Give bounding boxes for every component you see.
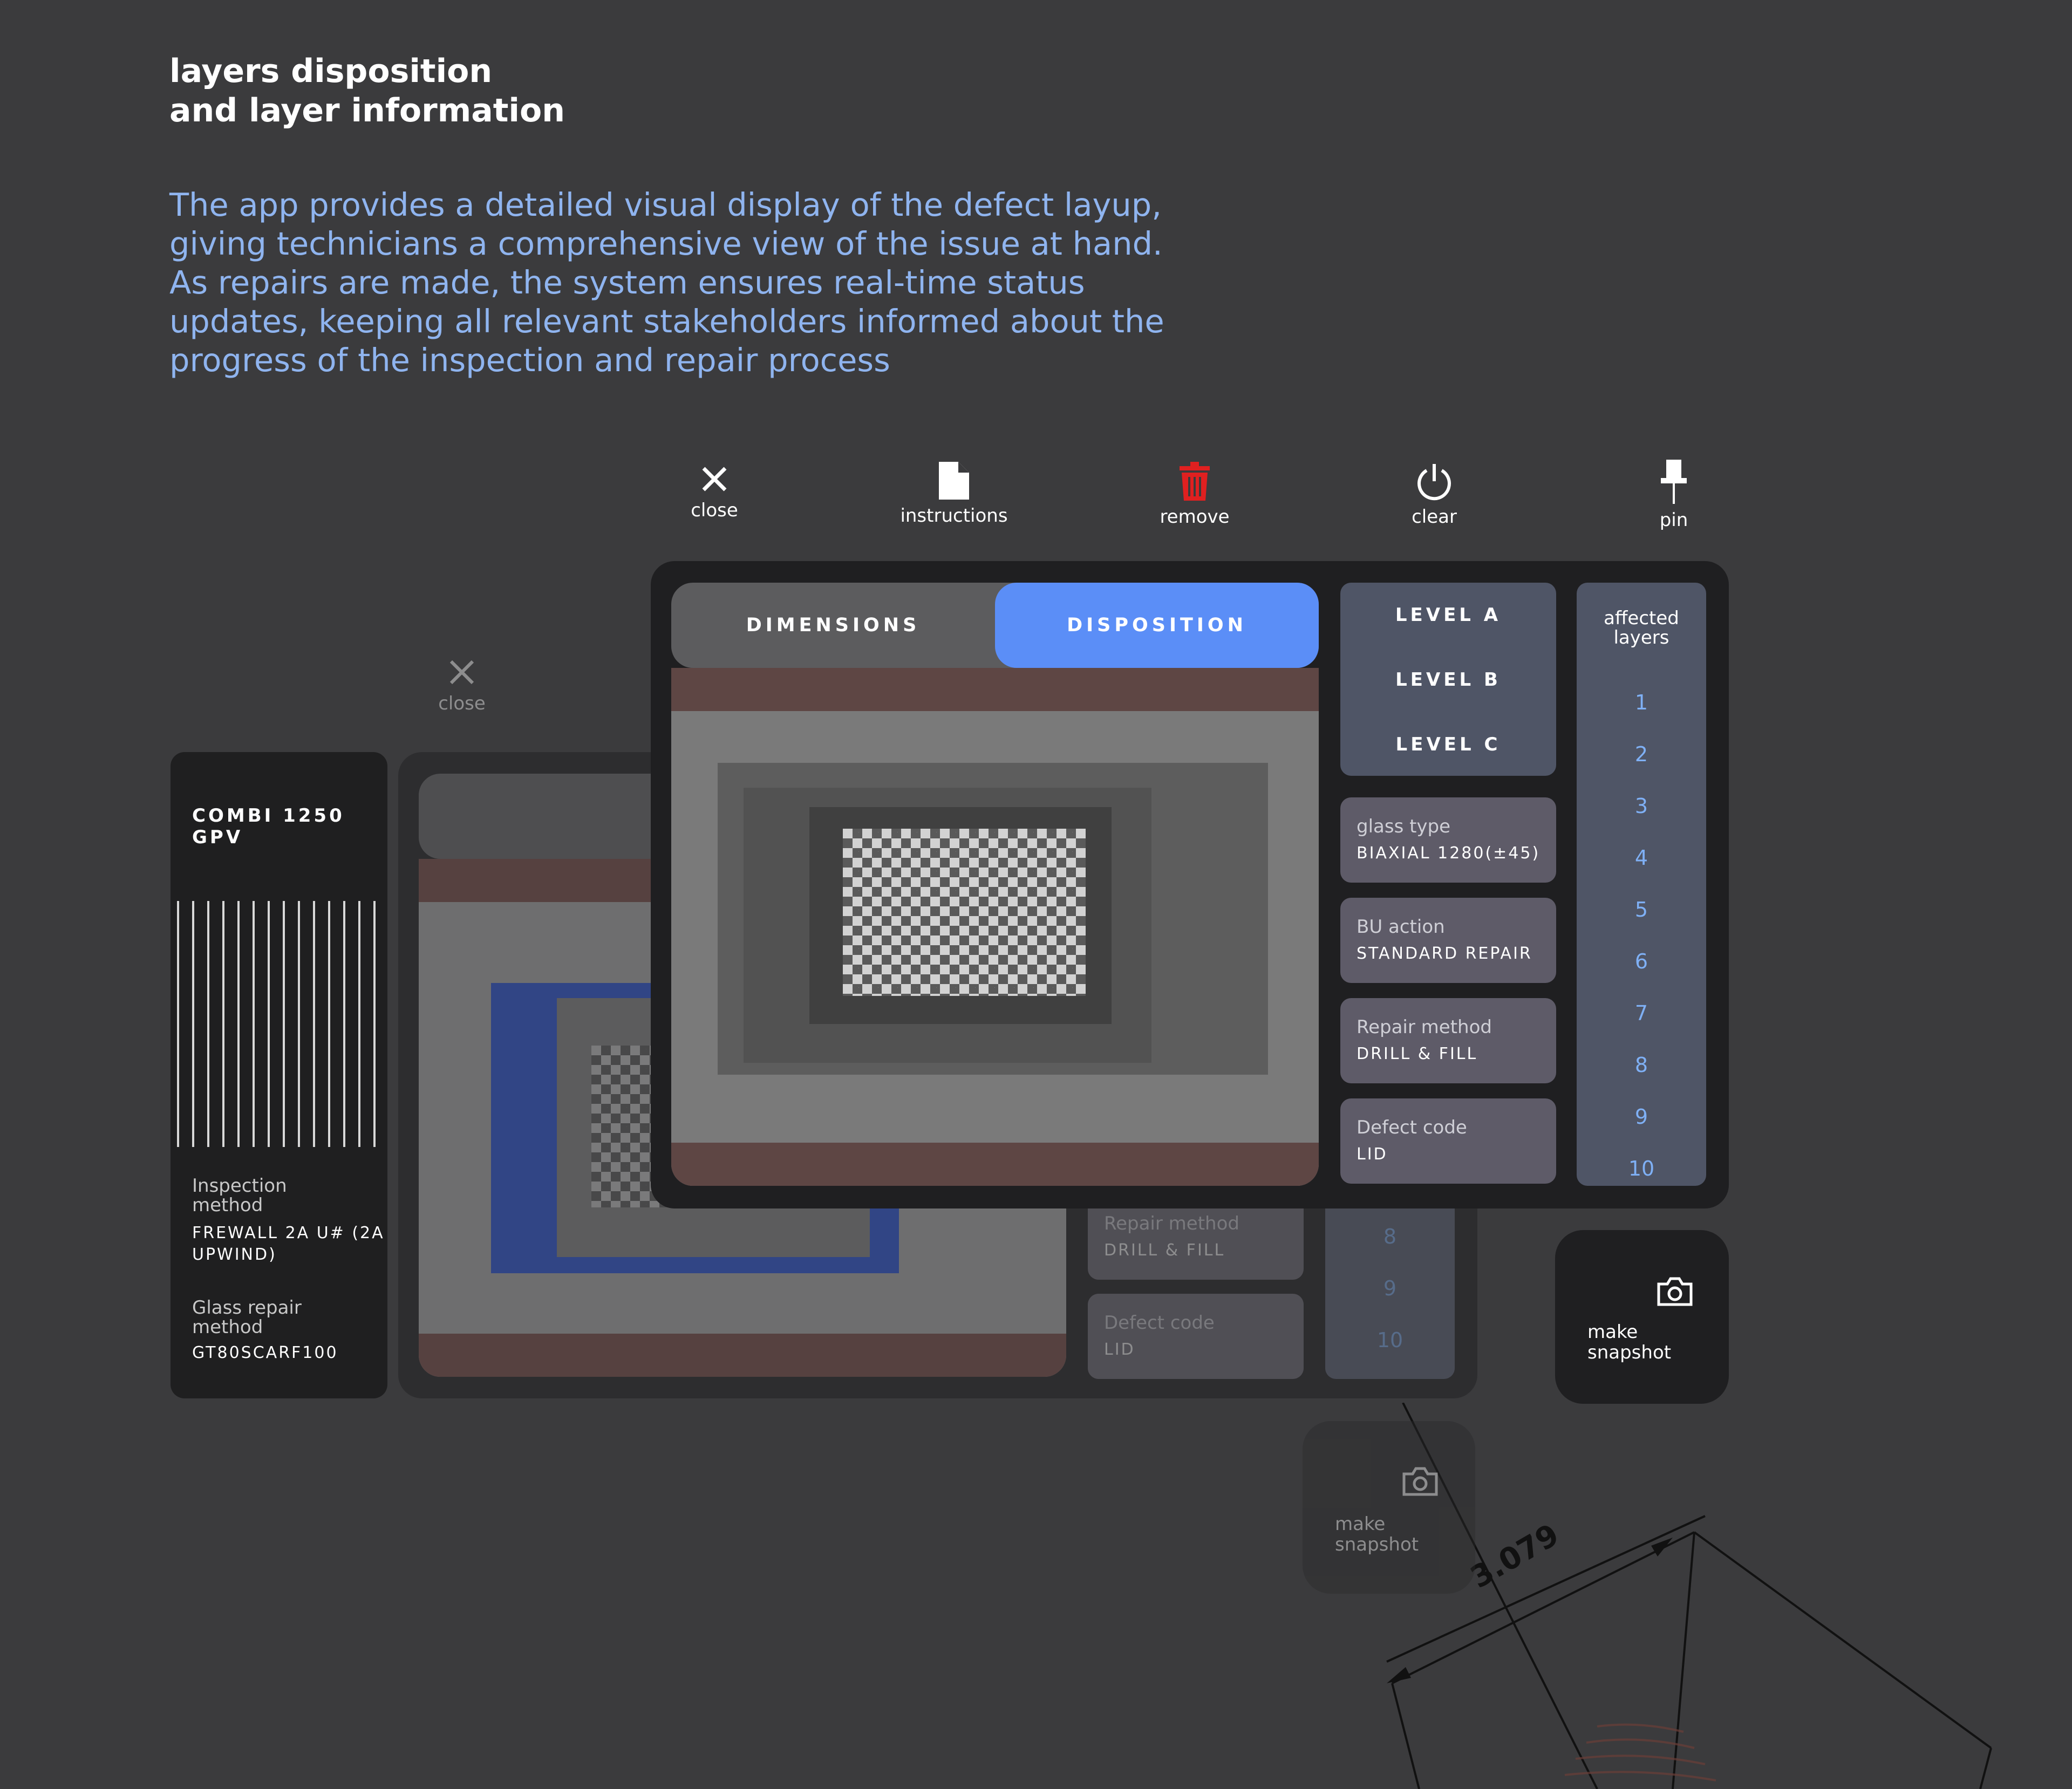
asset-title: COMBI 1250 GPV bbox=[192, 805, 345, 848]
layer-10[interactable]: 10 bbox=[1628, 1157, 1655, 1180]
back-layer-10[interactable]: 10 bbox=[1376, 1328, 1403, 1352]
back-defect-code-card: Defect code LID bbox=[1088, 1294, 1304, 1379]
repair-method-value: DRILL & FILL bbox=[1357, 1044, 1478, 1063]
glass-type-label: glass type bbox=[1357, 816, 1451, 837]
layer-1[interactable]: 1 bbox=[1634, 691, 1648, 714]
back-viewer-bottom-band bbox=[419, 1334, 1066, 1377]
instructions-label: instructions bbox=[900, 505, 1008, 527]
close-label: close bbox=[691, 500, 738, 521]
back-snapshot-label: make snapshot bbox=[1335, 1513, 1419, 1555]
glass-repair-method-value: GT80SCARF100 bbox=[192, 1343, 338, 1362]
section-heading: layers disposition and layer information bbox=[169, 52, 565, 129]
clear-label: clear bbox=[1412, 506, 1457, 528]
layer-7[interactable]: 7 bbox=[1634, 1001, 1648, 1025]
affected-layers-column: affected layers 1 2 3 4 5 6 7 8 9 10 bbox=[1577, 583, 1706, 1186]
close-button[interactable]: close bbox=[644, 464, 785, 521]
back-defect-code-value: LID bbox=[1104, 1340, 1135, 1359]
level-c[interactable]: LEVEL C bbox=[1395, 734, 1501, 755]
defect-code-card: Defect code LID bbox=[1340, 1098, 1556, 1184]
back-close-button[interactable]: close bbox=[392, 657, 532, 714]
back-repair-method-card: Repair method DRILL & FILL bbox=[1088, 1194, 1304, 1280]
back-layer-8[interactable]: 8 bbox=[1383, 1225, 1397, 1248]
back-defect-code-label: Defect code bbox=[1104, 1312, 1215, 1334]
power-icon bbox=[1417, 464, 1451, 501]
remove-label: remove bbox=[1160, 506, 1230, 528]
inspection-method-label: Inspection method bbox=[192, 1175, 287, 1216]
back-layer-9[interactable]: 9 bbox=[1383, 1276, 1397, 1300]
inspection-method-value: FREWALL 2A U# (2A UPWIND) bbox=[192, 1224, 385, 1264]
tab-disposition[interactable]: DISPOSITION bbox=[995, 583, 1319, 668]
level-b[interactable]: LEVEL B bbox=[1395, 669, 1501, 691]
instructions-button[interactable]: instructions bbox=[884, 462, 1024, 527]
tab-bar: DIMENSIONS DISPOSITION bbox=[671, 583, 1319, 668]
section-description: The app provides a detailed visual displ… bbox=[169, 186, 1164, 379]
back-repair-method-label: Repair method bbox=[1104, 1213, 1239, 1234]
tab-dimensions[interactable]: DIMENSIONS bbox=[746, 614, 921, 636]
glass-type-card: glass type BIAXIAL 1280(±45) bbox=[1340, 797, 1556, 883]
defect-code-label: Defect code bbox=[1357, 1117, 1467, 1138]
wireframe-drawing: 3.079 bbox=[1386, 1403, 1992, 1789]
repair-method-label: Repair method bbox=[1357, 1016, 1492, 1038]
pin-icon bbox=[1661, 460, 1687, 504]
remove-button[interactable]: remove bbox=[1124, 462, 1265, 528]
back-close-label: close bbox=[438, 693, 486, 714]
layer-9[interactable]: 9 bbox=[1634, 1105, 1648, 1129]
clear-button[interactable]: clear bbox=[1364, 462, 1504, 528]
layer-5[interactable]: 5 bbox=[1634, 898, 1648, 921]
close-icon bbox=[449, 660, 474, 685]
viewer-bottom-band bbox=[671, 1143, 1319, 1186]
close-icon bbox=[702, 467, 727, 491]
back-layers-column: 8 9 10 bbox=[1325, 1194, 1455, 1379]
level-a[interactable]: LEVEL A bbox=[1395, 604, 1502, 626]
layer-8[interactable]: 8 bbox=[1634, 1053, 1648, 1077]
bu-action-value: STANDARD REPAIR bbox=[1357, 944, 1532, 963]
layer-4[interactable]: 4 bbox=[1634, 846, 1648, 870]
bu-action-label: BU action bbox=[1357, 916, 1445, 938]
repair-method-card: Repair method DRILL & FILL bbox=[1340, 998, 1556, 1083]
viewer-top-band bbox=[671, 668, 1319, 711]
defect-pattern bbox=[843, 829, 1086, 996]
glass-type-value: BIAXIAL 1280(±45) bbox=[1357, 844, 1541, 863]
level-selector: LEVEL A LEVEL B LEVEL C bbox=[1340, 583, 1556, 776]
bu-action-card: BU action STANDARD REPAIR bbox=[1340, 898, 1556, 983]
asset-info-card: COMBI 1250 GPV Inspection method FREWALL… bbox=[171, 752, 387, 1398]
camera-icon bbox=[1657, 1277, 1693, 1306]
pin-label: pin bbox=[1659, 509, 1688, 531]
layup-viewer bbox=[671, 668, 1319, 1186]
layer-2[interactable]: 2 bbox=[1634, 742, 1648, 766]
camera-icon bbox=[1402, 1467, 1438, 1496]
barcode-graphic bbox=[171, 901, 387, 1147]
back-repair-method-value: DRILL & FILL bbox=[1104, 1241, 1225, 1260]
affected-layers-title: affected layers bbox=[1604, 607, 1679, 648]
document-icon bbox=[939, 462, 969, 500]
trash-icon bbox=[1180, 462, 1210, 501]
back-snapshot-button[interactable]: make snapshot bbox=[1303, 1421, 1475, 1594]
pin-button[interactable]: pin bbox=[1604, 460, 1744, 531]
disposition-panel: DIMENSIONS DISPOSITION LEVEL A LEVEL B L… bbox=[651, 561, 1729, 1208]
snapshot-button[interactable]: make snapshot bbox=[1555, 1230, 1729, 1404]
layer-6[interactable]: 6 bbox=[1634, 950, 1648, 973]
glass-repair-method-label: Glass repair method bbox=[192, 1297, 302, 1338]
snapshot-label: make snapshot bbox=[1587, 1321, 1672, 1363]
defect-code-value: LID bbox=[1357, 1145, 1388, 1164]
layer-3[interactable]: 3 bbox=[1634, 794, 1648, 818]
